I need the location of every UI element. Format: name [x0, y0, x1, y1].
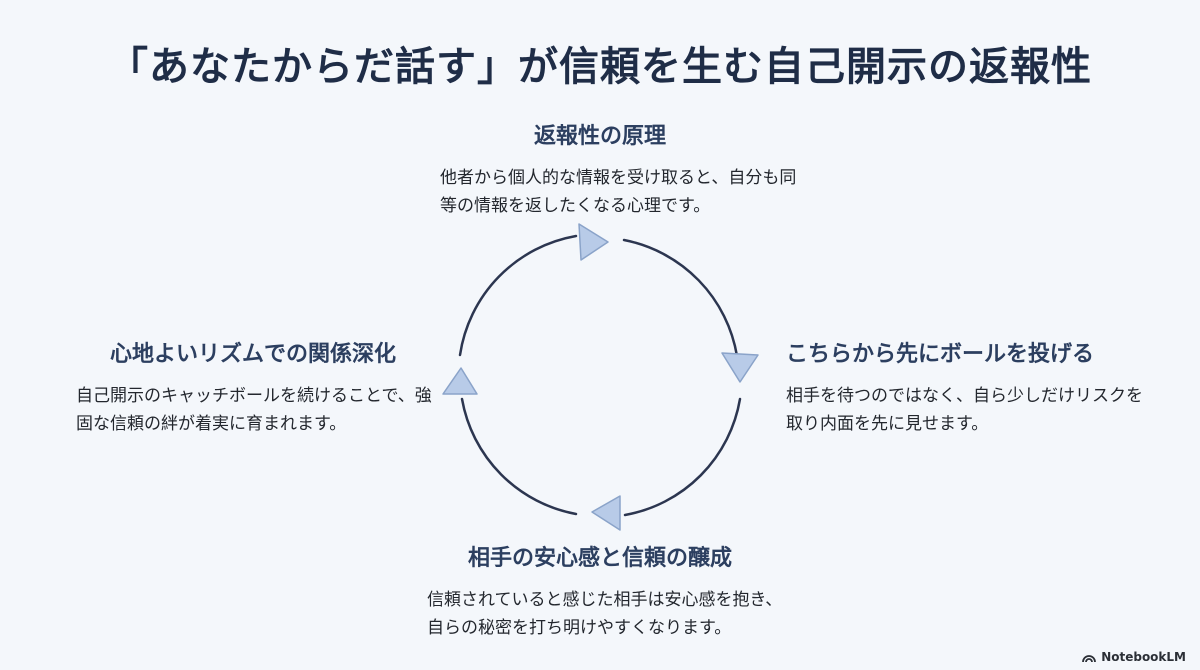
node-trust-building: 相手の安心感と信頼の醸成 信頼されていると感じた相手は安心感を抱き、自らの秘密を… [380, 540, 820, 642]
node-description: 他者から個人的な情報を受け取ると、自分も同等の情報を返したくなる心理です。 [440, 168, 797, 216]
arc-top-right [622, 238, 739, 358]
arrow-head-top [578, 223, 609, 261]
arc-bottom-left [460, 397, 578, 516]
arrow-head-bottom [591, 495, 621, 531]
arrow-head-right [721, 352, 759, 383]
node-description: 自己開示のキャッチボールを続けることで、強固な信頼の絆が着実に育まれます。 [76, 386, 432, 434]
arrow-head-left [442, 367, 478, 395]
node-heading: 返報性の原理 [533, 124, 666, 149]
node-heading: 心地よいリズムでの関係深化 [110, 342, 397, 367]
arc-left-top [458, 234, 578, 357]
notebooklm-logo-icon [1082, 654, 1097, 662]
node-description: 相手を待つのではなく、自ら少しだけリスクを取り内面を先に見せます。 [786, 386, 1143, 434]
node-relationship-deepening: 心地よいリズムでの関係深化 自己開示のキャッチボールを続けることで、強固な信頼の… [76, 336, 436, 438]
watermark-label: NotebookLM [1101, 650, 1186, 664]
node-heading: 相手の安心感と信頼の醸成 [467, 546, 732, 571]
node-heading: こちらから先にボールを投げる [786, 342, 1095, 367]
node-throw-ball-first: こちらから先にボールを投げる 相手を待つのではなく、自ら少しだけリスクを取り内面… [786, 336, 1146, 438]
notebooklm-watermark: NotebookLM [1082, 650, 1186, 664]
page-title: 「あなたからだ話す」が信頼を生む自己開示の返報性 [108, 44, 1092, 90]
arc-right-bottom [623, 397, 742, 517]
node-reciprocity-principle: 返報性の原理 他者から個人的な情報を受け取ると、自分も同等の情報を返したくなる心… [380, 118, 820, 220]
node-description: 信頼されていると感じた相手は安心感を抱き、自らの秘密を打ち明けやすくなります。 [427, 590, 783, 638]
